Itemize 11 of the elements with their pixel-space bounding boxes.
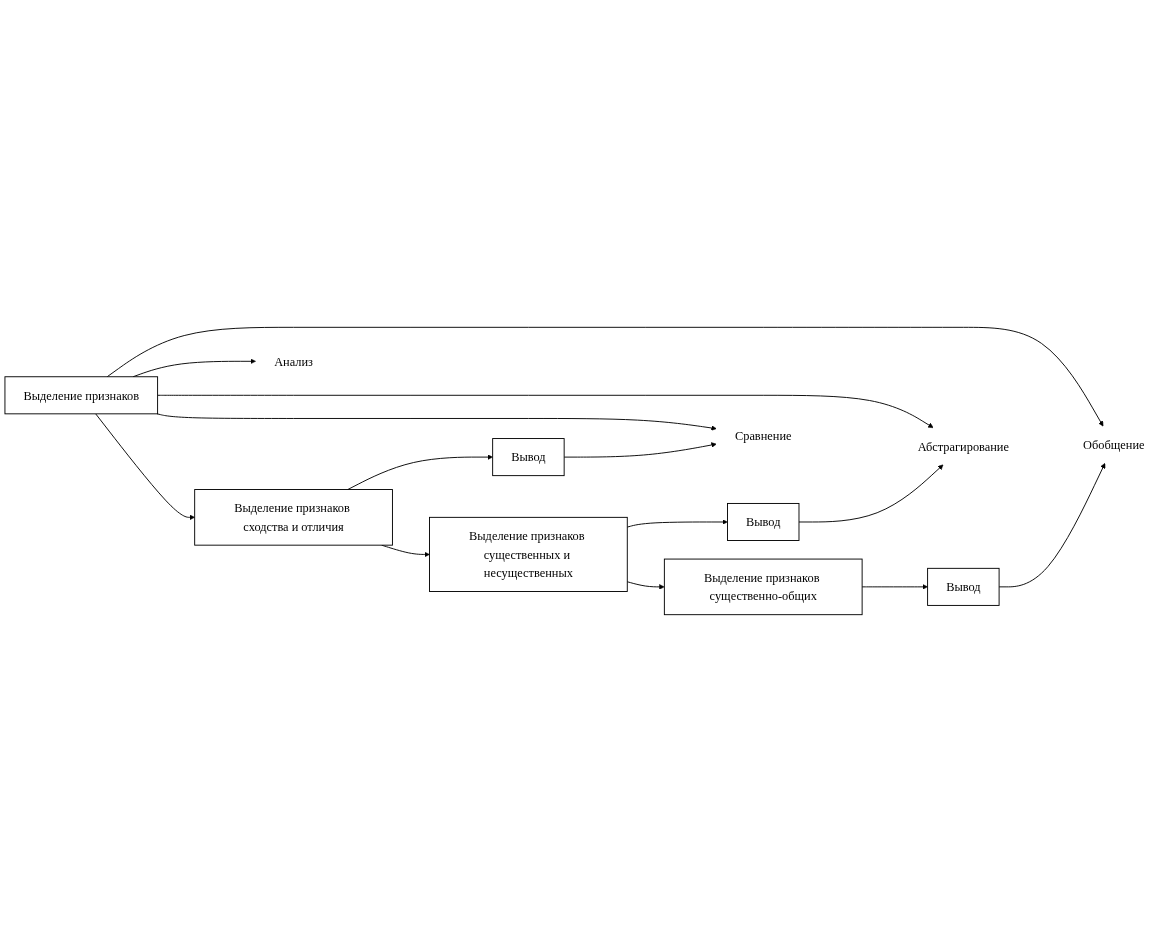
node-text: Сравнение bbox=[734, 428, 792, 443]
node-box: Вывод bbox=[727, 502, 800, 541]
node-box: Вывод bbox=[927, 567, 1000, 606]
node-box: Вывод bbox=[492, 438, 565, 477]
node-text: Анализ bbox=[274, 354, 313, 369]
node-text: Обобщение bbox=[1083, 437, 1145, 452]
node-box: Выделение признаков bbox=[4, 376, 159, 415]
node-box: Выделение признаков сходства и отличия bbox=[194, 489, 393, 546]
node-box: Выделение признаков существенных и несущественных bbox=[429, 516, 628, 592]
node-box: Выделение признаков существенно-общих bbox=[663, 558, 863, 616]
node-text: Абстрагирование bbox=[917, 439, 1009, 454]
